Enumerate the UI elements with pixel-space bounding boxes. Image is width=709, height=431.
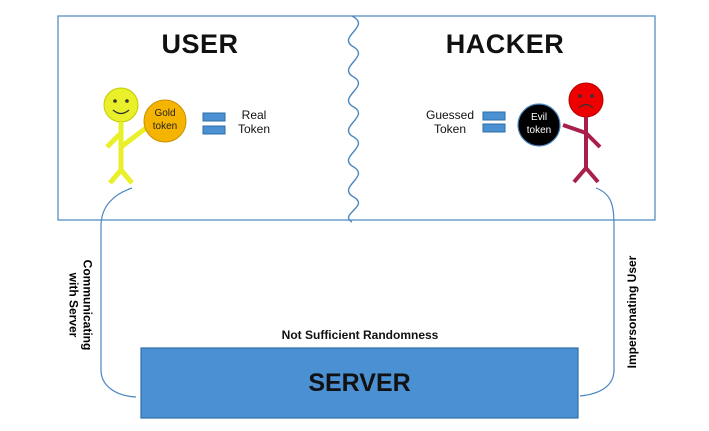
communicating-line1: Communicating xyxy=(80,259,95,351)
real-token-label: Real Token xyxy=(228,108,280,137)
hacker-equals-bar-top xyxy=(482,111,506,121)
communicating-label: Communicating with Server xyxy=(66,259,95,351)
gold-token-label: Gold token xyxy=(144,107,186,133)
communicating-line2: with Server xyxy=(66,272,80,338)
guessed-token-line1: Guessed xyxy=(425,108,475,122)
user-figure xyxy=(103,87,148,185)
real-token-line1: Real xyxy=(241,108,267,122)
gold-token-line2: token xyxy=(152,121,178,132)
real-token-line2: Token xyxy=(237,122,271,137)
hacker-equals-bar-bottom xyxy=(482,123,506,133)
evil-token-line1: Evil xyxy=(530,112,548,123)
evil-token-label: Evil token xyxy=(518,111,560,137)
server-caption: Not Sufficient Randomness xyxy=(281,328,439,342)
evil-token-line2: token xyxy=(526,125,552,136)
left-connector-line xyxy=(100,187,137,398)
user-equals-bar-bottom xyxy=(202,125,226,135)
right-connector-line xyxy=(579,187,615,397)
guessed-token-label: Guessed Token xyxy=(420,108,480,137)
user-title: USER xyxy=(161,29,239,59)
hacker-title: HACKER xyxy=(445,29,565,59)
user-equals-bar-top xyxy=(202,112,226,122)
server-box xyxy=(140,347,579,419)
impersonating-label: Impersonating User xyxy=(625,255,639,369)
guessed-token-line2: Token xyxy=(433,122,467,137)
server-label: SERVER xyxy=(308,368,411,397)
gold-token-line1: Gold xyxy=(154,108,176,119)
hacker-figure xyxy=(562,82,604,184)
evil-token-icon xyxy=(517,103,561,147)
wavy-divider xyxy=(347,15,360,223)
gold-token-icon xyxy=(143,99,187,143)
